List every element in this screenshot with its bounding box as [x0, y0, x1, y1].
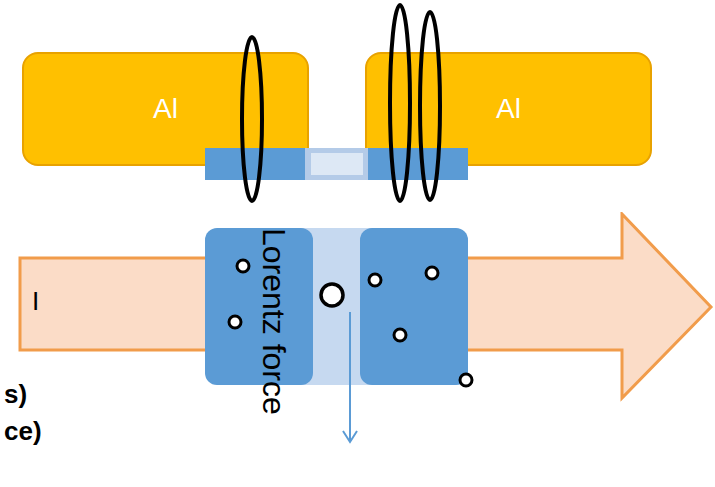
junction-core	[311, 153, 363, 175]
current-arrow: I	[18, 212, 714, 402]
arrow-shape	[20, 214, 711, 398]
junction-bar	[305, 148, 368, 180]
node-label: Al	[153, 93, 178, 125]
cut-text: s)	[4, 380, 27, 409]
force-arrowhead	[343, 431, 357, 442]
vortex-dot	[460, 374, 472, 386]
cut-text: ce)	[4, 417, 42, 446]
arrow-outline	[18, 212, 714, 402]
node-label: Al	[496, 93, 521, 125]
aluminium-electrode: Al	[365, 52, 652, 166]
force-label: Lorentz force	[256, 228, 291, 415]
aluminium-electrode: Al	[22, 52, 309, 166]
node-label: I	[32, 286, 39, 317]
